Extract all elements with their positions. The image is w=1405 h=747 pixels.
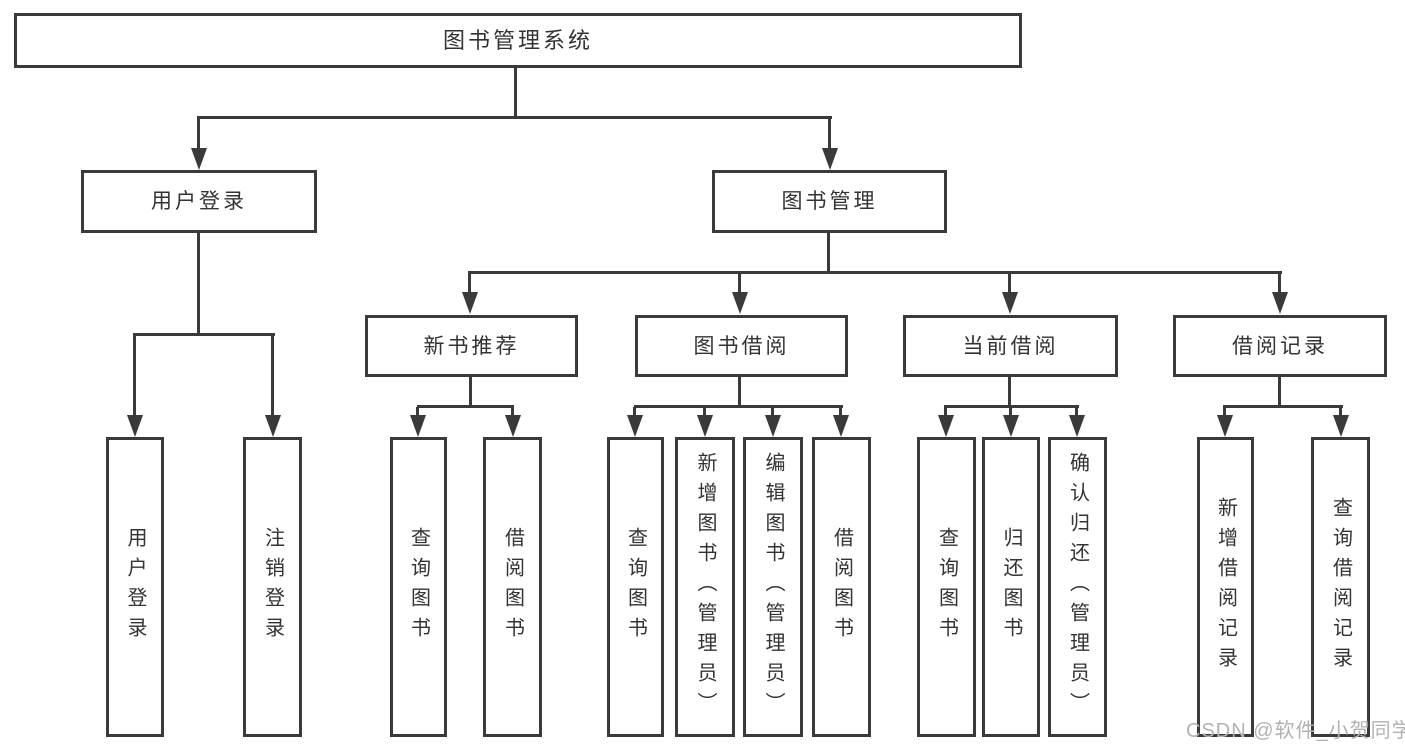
node-label: 注销登录 [261,527,284,647]
connector-arrow-stem [271,335,274,415]
arrow-down-icon [697,415,713,437]
connector-hline [1223,405,1343,408]
node-label: 确认归还（管理员） [1066,452,1089,722]
node-label: 编辑图书（管理员） [762,452,784,722]
arrow-down-icon [1003,415,1019,437]
leaf-query-book-3: 查询图书 [917,437,976,737]
connector-hline [468,271,1282,274]
leaf-query-book-2: 查询图书 [607,437,664,737]
arrow-down-icon [765,415,781,437]
connector-arrow-stem [1278,273,1281,292]
connector-arrow-stem [1008,273,1011,292]
node-new-book-recommend: 新书推荐 [365,315,578,377]
arrow-down-icon [732,292,748,314]
node-label: 查询图书 [624,527,647,647]
node-label: 归还图书 [1000,527,1022,647]
node-label: 新书推荐 [423,334,520,358]
connector-hline [944,405,1079,408]
node-label: 借阅记录 [1232,334,1328,358]
leaf-add-book-admin: 新增图书（管理员） [675,437,735,737]
leaf-return-book: 归还图书 [982,437,1040,737]
connector-arrow-stem [416,407,419,415]
connector-vline [1278,377,1281,407]
arrow-down-icon [1217,415,1233,437]
node-label: 查询借阅记录 [1329,497,1352,677]
connector-arrow-stem [828,118,831,148]
arrow-down-icon [822,148,838,170]
node-book-management: 图书管理 [712,170,947,233]
node-label: 图书管理系统 [442,27,593,53]
arrow-down-icon [1333,415,1349,437]
connector-arrow-stem [197,118,200,148]
connector-hline [133,333,275,336]
connector-arrow-stem [633,407,636,415]
connector-arrow-stem [1339,407,1342,415]
node-book-borrow: 图书借阅 [635,315,848,377]
node-user-login: 用户登录 [81,170,317,233]
node-label: 查询图书 [407,527,430,647]
connector-arrow-stem [703,407,706,415]
leaf-logout-login: 注销登录 [243,437,302,737]
node-label: 借阅图书 [830,527,853,647]
node-label: 用户登录 [124,527,146,647]
arrow-down-icon [1002,292,1018,314]
leaf-add-borrow-record: 新增借阅记录 [1197,437,1254,737]
leaf-borrow-book-1: 借阅图书 [483,437,542,737]
leaf-user-login: 用户登录 [106,437,164,737]
connector-vline [827,233,830,273]
arrow-down-icon [265,415,281,437]
node-label: 查询图书 [935,527,958,647]
arrow-down-icon [1272,292,1288,314]
arrow-down-icon [191,148,207,170]
node-book-management-system: 图书管理系统 [14,13,1022,68]
arrow-down-icon [462,292,478,314]
node-label: 图书借阅 [693,334,790,358]
connector-arrow-stem [1223,407,1226,415]
csdn-watermark: CSDN @软件_小贺同学 [1186,720,1405,742]
arrow-down-icon [833,415,849,437]
node-label: 用户登录 [151,190,247,213]
arrow-down-icon [627,415,643,437]
connector-arrow-stem [511,407,514,415]
connector-arrow-stem [944,407,947,415]
arrow-down-icon [410,415,426,437]
connector-arrow-stem [468,273,471,292]
connector-vline [1008,377,1011,407]
connector-arrow-stem [771,407,774,415]
connector-arrow-stem [839,407,842,415]
node-label: 当前借阅 [962,334,1059,358]
connector-vline [514,68,517,118]
leaf-confirm-return-admin: 确认归还（管理员） [1048,437,1107,737]
leaf-query-borrow-record: 查询借阅记录 [1311,437,1370,737]
connector-arrow-stem [1075,407,1078,415]
arrow-down-icon [505,415,521,437]
node-label: 新增借阅记录 [1214,497,1237,677]
connector-arrow-stem [1009,407,1012,415]
connector-arrow-stem [133,335,136,415]
connector-vline [738,377,741,407]
leaf-borrow-book-2: 借阅图书 [812,437,871,737]
leaf-query-book-1: 查询图书 [390,437,447,737]
connector-vline [469,377,472,407]
node-borrow-records: 借阅记录 [1173,315,1387,377]
arrow-down-icon [127,415,143,437]
connector-arrow-stem [738,273,741,292]
connector-hline [417,405,514,408]
node-label: 新增图书（管理员） [694,452,716,722]
node-label: 借阅图书 [501,527,524,647]
leaf-edit-book-admin: 编辑图书（管理员） [743,437,803,737]
connector-hline [634,405,843,408]
arrow-down-icon [938,415,954,437]
node-label: 图书管理 [781,190,878,213]
arrow-down-icon [1069,415,1085,437]
connector-vline [197,233,200,335]
node-current-borrow: 当前借阅 [903,315,1118,377]
connector-hline [197,116,832,119]
